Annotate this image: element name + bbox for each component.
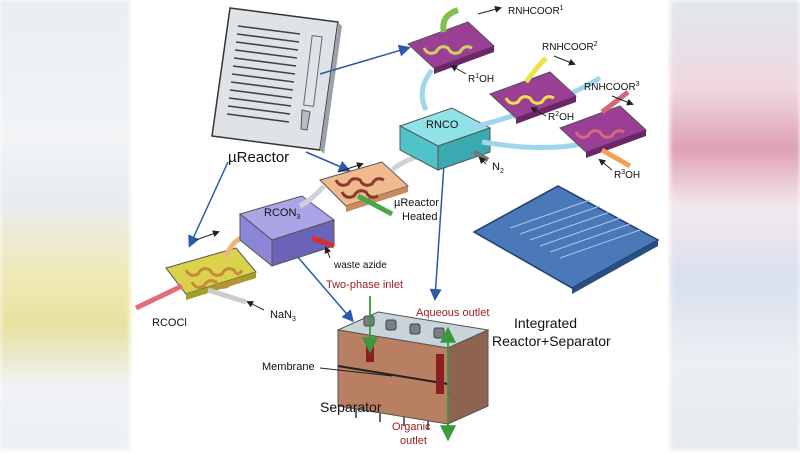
microreactor-chip-image: [211, 7, 342, 154]
waste-azide-label: waste azide: [333, 260, 387, 271]
diagram-canvas: µReactor RCOCl NaN3 RCON3 waste azide µR…: [130, 0, 670, 450]
nan3-label: NaN3: [270, 309, 296, 323]
r1oh-label: R1OH: [468, 73, 494, 85]
purple-reactor-2: [489, 71, 577, 124]
blurred-right-margin: [670, 0, 800, 450]
rnco-label: RNCO: [426, 119, 459, 131]
flow-arrows: [188, 44, 445, 323]
waste-tube: [311, 235, 335, 249]
n2-label: N2: [492, 161, 504, 175]
yellow-reactor: [165, 247, 257, 300]
heated-label-2: Heated: [402, 211, 437, 223]
r3oh-label: R3OH: [614, 169, 640, 181]
nan3-tube: [207, 287, 247, 305]
heated-reactor: [319, 161, 409, 212]
rcon3-label: RCON3: [264, 207, 300, 221]
purple-reactor-3: [559, 105, 647, 158]
rnhcoor2-label: RNHCOOR2: [542, 41, 598, 53]
integrated-label-1: Integrated: [514, 315, 577, 331]
membrane-label: Membrane: [262, 361, 315, 373]
aqueous-outlet-label: Aqueous outlet: [416, 307, 489, 319]
rnhcoor1-label: RNHCOOR1: [508, 5, 564, 17]
two-phase-inlet-label: Two-phase inlet: [326, 279, 403, 291]
rnco-box: [398, 107, 492, 171]
r2oh-label: R2OH: [548, 111, 574, 123]
organic-outlet-label-1: Organic: [392, 421, 431, 433]
purple-reactor-1: [407, 21, 495, 74]
separator-label: Separator: [320, 399, 382, 415]
rcocl-label: RCOCl: [152, 317, 187, 329]
heated-tube: [356, 193, 394, 217]
organic-outlet-label-2: outlet: [400, 435, 427, 447]
microreactor-label: µReactor: [228, 149, 289, 166]
integrated-chip-image: [472, 185, 660, 294]
rnhcoor3-label: RNHCOOR3: [584, 81, 640, 93]
integrated-label-2: Reactor+Separator: [492, 333, 611, 349]
blurred-left-margin: [0, 0, 130, 450]
heated-label-1: µReactor: [394, 197, 439, 209]
rcocl-tube: [134, 283, 184, 311]
